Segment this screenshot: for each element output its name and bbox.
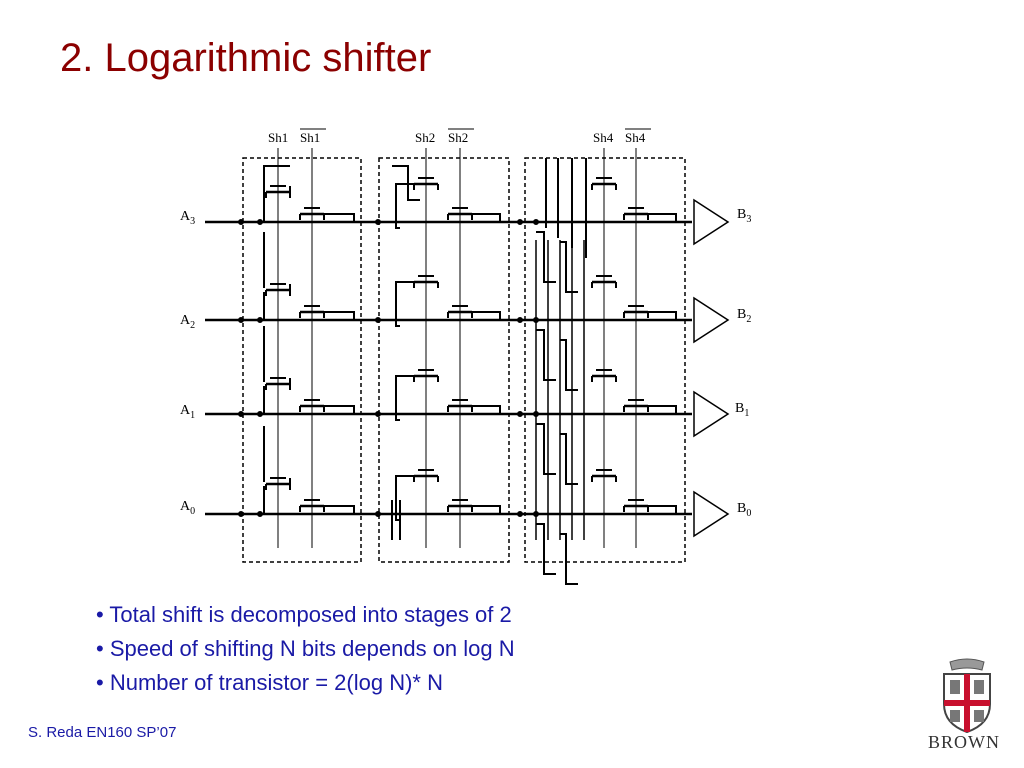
- wire: [392, 165, 420, 201]
- wire: [536, 329, 556, 381]
- bullet-item: • Speed of shifting N bits depends on lo…: [96, 636, 515, 661]
- junction-dot: [257, 411, 263, 417]
- wire: [395, 375, 414, 421]
- wire: [648, 505, 677, 514]
- junction-dot: [533, 317, 539, 323]
- output-labels: B3 B2 B1 B0: [735, 207, 751, 519]
- junction-dot: [238, 317, 244, 323]
- wire: [536, 523, 556, 575]
- junction-dot: [375, 411, 381, 417]
- stage-labels: Sh1 Sh1 Sh2 Sh2 Sh4 Sh4: [268, 128, 651, 145]
- wire: [536, 231, 556, 283]
- wire: [648, 213, 677, 222]
- bullet-item: • Total shift is decomposed into stages …: [96, 602, 512, 627]
- shifter-circuit: [205, 148, 730, 585]
- junction-dot: [533, 511, 539, 517]
- junction-dot: [533, 411, 539, 417]
- input-labels: A3 A2 A1 A0: [180, 209, 195, 517]
- label-sh2: Sh2: [415, 130, 435, 145]
- output-b2: B2: [737, 307, 751, 325]
- wire: [560, 339, 578, 391]
- logo-text: BROWN: [928, 732, 1000, 752]
- slide-title: 2. Logarithmic shifter: [60, 36, 432, 80]
- brown-crest-logo: [943, 658, 991, 734]
- wire: [536, 423, 556, 475]
- output-buffer: [693, 390, 730, 438]
- output-b3: B3: [737, 207, 751, 225]
- junction-dot: [257, 317, 263, 323]
- junction-dot: [375, 317, 381, 323]
- wire: [324, 311, 355, 320]
- input-a1: A1: [180, 403, 195, 421]
- wire: [472, 405, 501, 414]
- wire: [560, 241, 578, 293]
- output-buffer: [693, 490, 730, 538]
- wire: [395, 281, 414, 327]
- wire: [560, 533, 578, 585]
- output-buffer: [693, 198, 730, 246]
- wire: [395, 475, 414, 521]
- label-sh4-bar: Sh4: [625, 130, 646, 145]
- stage-box-sh4: [524, 157, 686, 563]
- junction-dot: [238, 511, 244, 517]
- junction-dot: [375, 511, 381, 517]
- label-sh1: Sh1: [268, 130, 288, 145]
- junction-dot: [375, 219, 381, 225]
- junction-dot: [257, 219, 263, 225]
- bullet-item: • Number of transistor = 2(log N)* N: [96, 670, 443, 695]
- bullet-list: • Total shift is decomposed into stages …: [96, 598, 515, 700]
- wire: [472, 505, 501, 514]
- wire: [472, 311, 501, 320]
- junction-dot: [238, 219, 244, 225]
- wire: [324, 405, 355, 414]
- wire: [560, 433, 578, 485]
- junction-dot: [517, 511, 523, 517]
- junction-dot: [517, 317, 523, 323]
- wire: [324, 213, 355, 222]
- input-a0: A0: [180, 499, 195, 517]
- wire: [324, 505, 355, 514]
- slide-footer: S. Reda EN160 SP’07: [28, 724, 177, 741]
- input-a2: A2: [180, 313, 195, 331]
- junction-dot: [238, 411, 244, 417]
- output-buffer: [693, 296, 730, 344]
- label-sh2-bar: Sh2: [448, 130, 468, 145]
- wire: [472, 213, 501, 222]
- wire: [648, 405, 677, 414]
- junction-dot: [517, 411, 523, 417]
- output-b0: B0: [737, 501, 751, 519]
- output-b1: B1: [735, 401, 749, 419]
- label-sh4: Sh4: [593, 130, 614, 145]
- label-sh1-bar: Sh1: [300, 130, 320, 145]
- input-a3: A3: [180, 209, 195, 227]
- wire: [648, 311, 677, 320]
- wire: [395, 183, 414, 229]
- stage-box-sh1: [242, 157, 362, 563]
- junction-dot: [257, 511, 263, 517]
- junction-dot: [533, 219, 539, 225]
- junction-dot: [517, 219, 523, 225]
- wire: [263, 165, 290, 194]
- stage-box-sh2: [378, 157, 510, 563]
